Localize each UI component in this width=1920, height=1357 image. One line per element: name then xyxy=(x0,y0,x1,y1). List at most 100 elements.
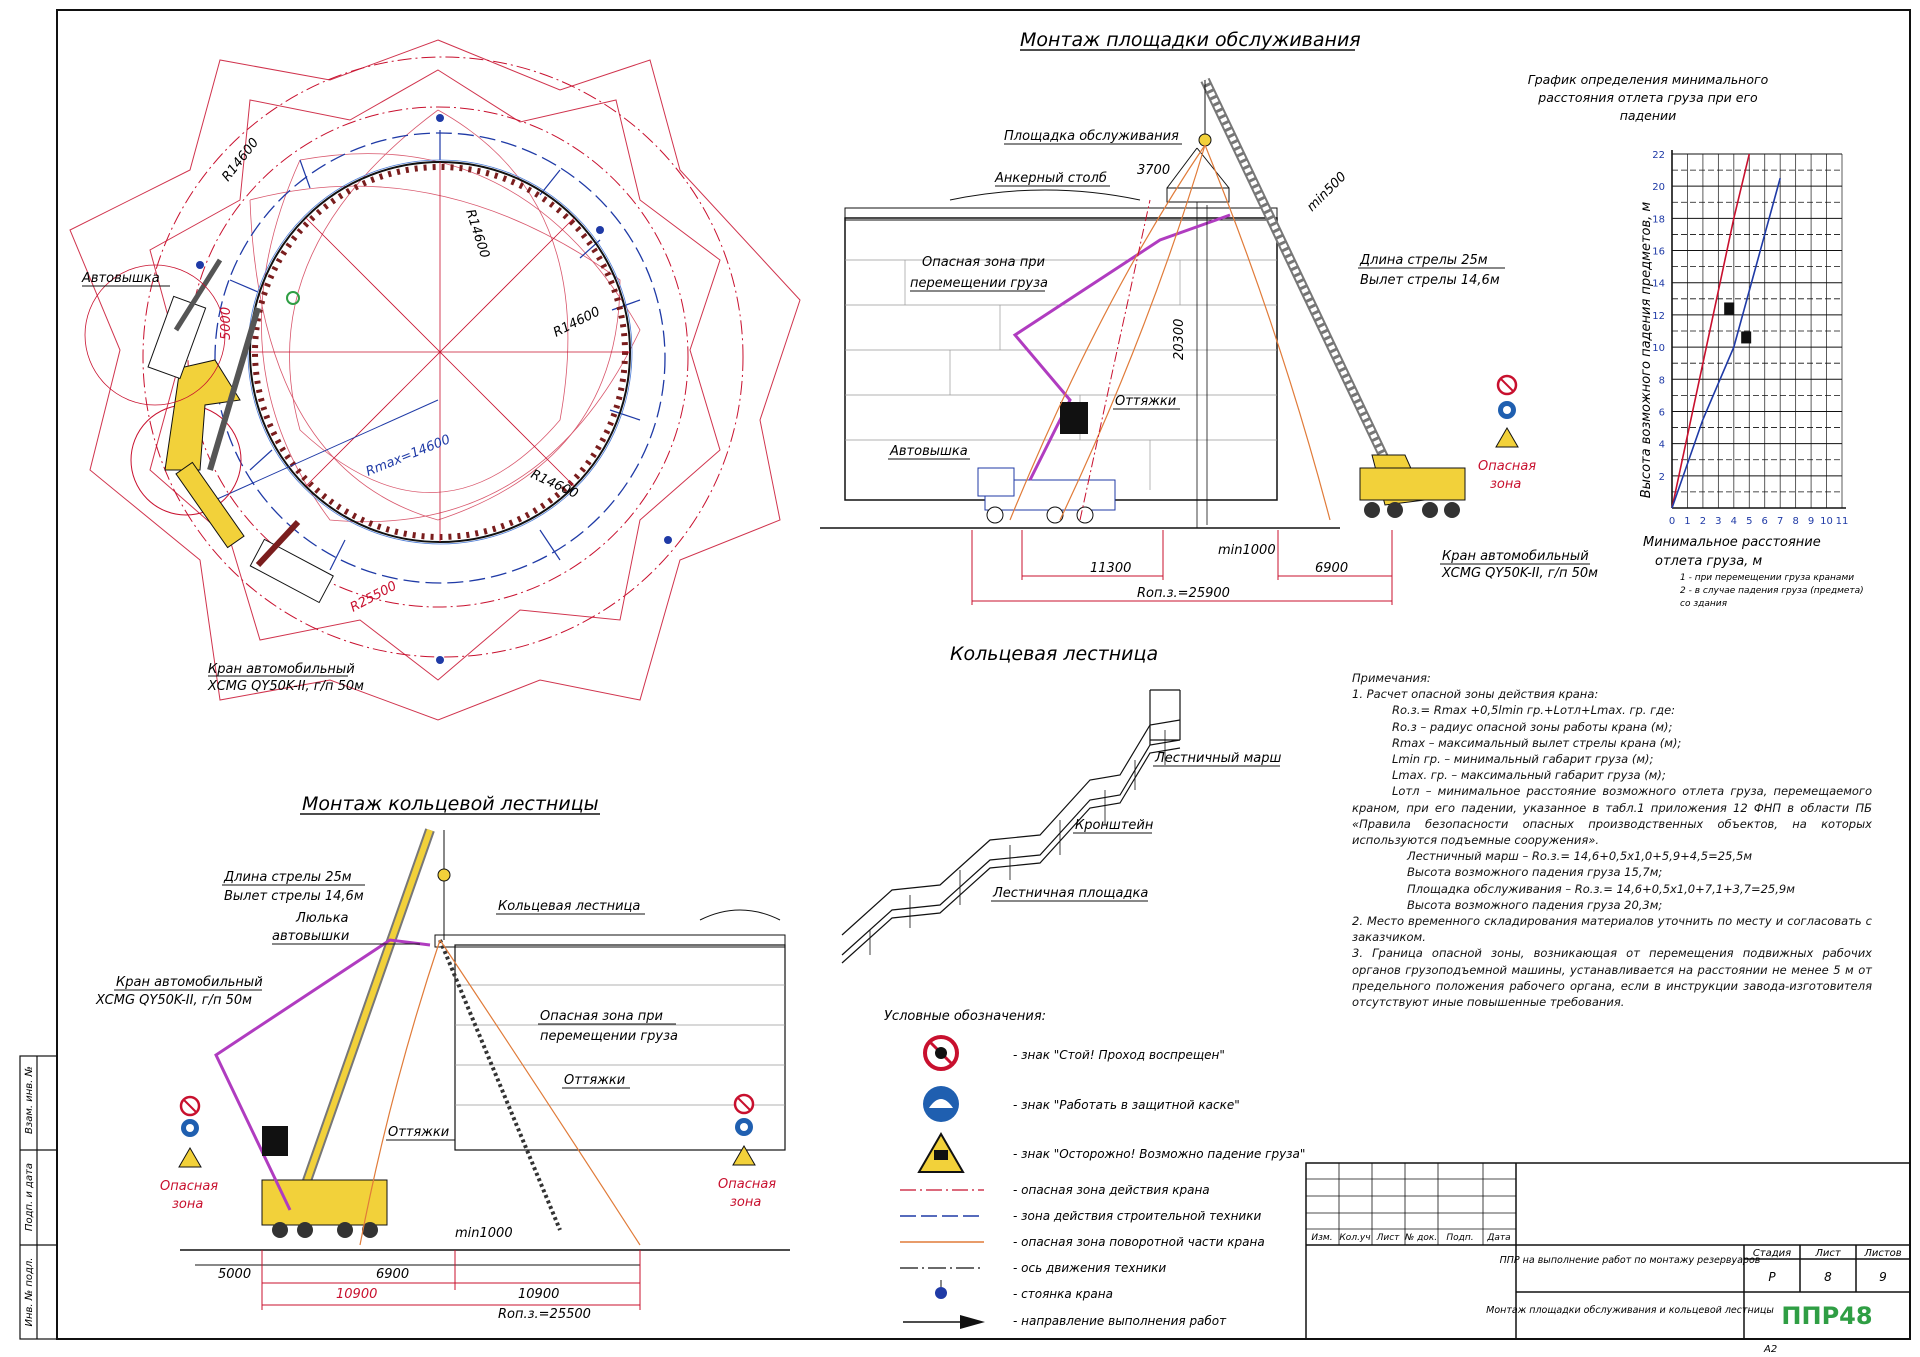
chart-marker xyxy=(1724,302,1735,315)
label-plan-crane-b: XCMG QY50K-II, г/п 50м xyxy=(207,679,364,694)
chart-y-tick-label: 22 xyxy=(1652,150,1665,161)
title-ring-stair: Кольцевая лестница xyxy=(950,643,1158,665)
stamp-label-2: Подп. и дата xyxy=(24,1163,35,1231)
label-sm-danger-a: Опасная зона при xyxy=(540,1009,663,1024)
label-lift: Автовышка xyxy=(889,444,968,459)
crane-danger-circles xyxy=(142,56,744,658)
label-sm-dz2-a: Опасная xyxy=(718,1177,776,1192)
chart-x-tick-label: 7 xyxy=(1777,516,1783,527)
chart-marker xyxy=(1741,331,1752,344)
stair-dimensions xyxy=(195,1250,641,1310)
plan-lift xyxy=(84,258,226,406)
notes-heading: Примечания: xyxy=(1352,671,1431,685)
legend-item-4: - опасная зона действия крана xyxy=(1013,1183,1210,1197)
legend-falling-load-sign-icon xyxy=(917,1132,965,1173)
chart-legend-3: со здания xyxy=(1680,599,1728,609)
tb-stage: Р xyxy=(1768,1270,1776,1284)
chart-ylabel: Высота возможного падения предметов, м xyxy=(1639,202,1654,499)
tb-format: А2 xyxy=(1763,1344,1777,1355)
label-sm-boom-len: Длина стрелы 25м xyxy=(223,870,352,885)
chart-legend-2: 2 - в случае падения груза (предмета) xyxy=(1680,586,1864,596)
chart-x-tick-label: 1 xyxy=(1684,516,1690,527)
chart-x-tick-label: 6 xyxy=(1762,516,1768,527)
legend-item-8: - стоянка крана xyxy=(1013,1287,1113,1301)
sm-sign-falling-icon-right xyxy=(732,1145,756,1166)
notes-calc-4: Высота возможного падения груза 20,3м; xyxy=(1407,897,1663,912)
tb-sheets: 9 xyxy=(1879,1270,1887,1284)
label-bracket: Кронштейн xyxy=(1075,818,1154,833)
legend-item-9: - направление выполнения работ xyxy=(1013,1314,1227,1328)
chart-xlabel-l2: отлета груза, м xyxy=(1655,554,1762,569)
sm-sign-helmet-icon-left xyxy=(181,1119,199,1137)
chart-x-tick-label: 9 xyxy=(1808,516,1814,527)
rmax-line xyxy=(214,399,439,501)
label-6900: 6900 xyxy=(1315,561,1348,576)
chart-x-tick-label: 4 xyxy=(1731,516,1737,527)
notes-calc-1: Лестничный марш – Rо.з.= 14,6+0,5х1,0+5,… xyxy=(1407,849,1752,864)
chart-x-tick-label: 5 xyxy=(1746,516,1752,527)
legend-item-6: - опасная зона поворотной части крана xyxy=(1013,1235,1265,1249)
notes-def-1: Rо.з – радиус опасной зоны работы крана … xyxy=(1392,719,1673,734)
stair-mount-elevation: Монтаж кольцевой лестницы xyxy=(95,793,790,1322)
notes-calc-2: Высота возможного падения груза 15,7м; xyxy=(1407,865,1663,880)
plan-view: R14600 R14600 R14600 R14600 Rmax=14600 R… xyxy=(69,39,801,721)
stair-lift-boom xyxy=(214,938,431,1211)
plan-crane-stops xyxy=(196,114,672,664)
label-sm-6900: 6900 xyxy=(376,1267,409,1282)
tb-sheet-title: Монтаж площадки обслуживания и кольцевой… xyxy=(1486,1305,1774,1316)
label-r4: R14600 xyxy=(528,467,580,502)
label-5000: 5000 xyxy=(219,307,234,340)
label-platform: Площадка обслуживания xyxy=(1004,129,1179,144)
label-plan-crane-a: Кран автомобильный xyxy=(208,662,355,677)
chart-series-1 xyxy=(1671,153,1751,509)
chart-x-tick-label: 3 xyxy=(1715,516,1721,527)
chart-series-2 xyxy=(1671,177,1781,509)
label-r25500: R25500 xyxy=(348,579,400,616)
chart-y-tick-label: 14 xyxy=(1652,279,1665,290)
chart-title-l3: падении xyxy=(1620,108,1677,123)
label-sm-guy2: Оттяжки xyxy=(564,1073,625,1088)
label-boom-reach: Вылет стрелы 14,6м xyxy=(1360,273,1500,288)
pv-sign-falling-load-icon xyxy=(1495,427,1519,448)
legend-item-2: - знак "Работать в защитной каске" xyxy=(1013,1098,1240,1112)
plan-crane xyxy=(130,307,334,604)
sm-sign-stop-icon-left xyxy=(179,1095,201,1117)
label-dz-b: зона xyxy=(1490,477,1521,492)
chart-title-l2: расстояния отлета груза при его xyxy=(1537,90,1758,105)
legend-stop-sign-icon xyxy=(923,1035,959,1071)
tb-sheet-h: Лист xyxy=(1814,1248,1842,1259)
label-danger-a: Опасная зона при xyxy=(922,255,1045,270)
label-sm-danger-b: перемещении груза xyxy=(540,1029,678,1044)
label-sm-min1000: min1000 xyxy=(455,1226,513,1241)
label-sm-crane-a: Кран автомобильный xyxy=(116,975,263,990)
ring-stair-elevation xyxy=(438,939,562,1231)
label-cradle-a: Люлька xyxy=(295,911,349,926)
stamp-label-3: Инв. № подл. xyxy=(24,1258,35,1327)
stair-crane xyxy=(261,828,451,1238)
label-sm-crane-b: XCMG QY50K-II, г/п 50м xyxy=(95,993,252,1008)
tank-roof-rail xyxy=(844,207,1278,221)
chart-x-tick-label: 8 xyxy=(1792,516,1798,527)
tb-col-5: Подп. xyxy=(1446,1233,1473,1243)
label-sm-dz-a: Опасная xyxy=(160,1179,218,1194)
label-11300: 11300 xyxy=(1090,561,1131,576)
label-sm-10900a: 10900 xyxy=(336,1287,377,1302)
plan-marker xyxy=(286,291,300,305)
label-dz-a: Опасная xyxy=(1478,459,1536,474)
label-sm-guy1: Оттяжки xyxy=(388,1125,449,1140)
label-sm-10900b: 10900 xyxy=(518,1287,559,1302)
chart-y-tick-label: 20 xyxy=(1652,182,1665,193)
platform-dimensions xyxy=(971,530,1393,605)
tb-col-2: Кол.уч xyxy=(1339,1233,1370,1243)
label-march: Лестничный марш xyxy=(1154,751,1281,766)
label-guy: Оттяжки xyxy=(1115,394,1176,409)
chart-y-tick-label: 6 xyxy=(1659,407,1665,418)
title-platform: Монтаж площадки обслуживания xyxy=(1020,29,1361,51)
sheet-frame xyxy=(56,9,1911,1340)
tb-logo: ППР48 xyxy=(1781,1302,1872,1330)
label-rmax: Rmax=14600 xyxy=(364,432,453,479)
label-landing: Лестничная площадка xyxy=(992,886,1148,901)
chart-xlabel-l1: Минимальное расстояние xyxy=(1643,535,1821,550)
title-stair-mount: Монтаж кольцевой лестницы xyxy=(302,793,599,815)
